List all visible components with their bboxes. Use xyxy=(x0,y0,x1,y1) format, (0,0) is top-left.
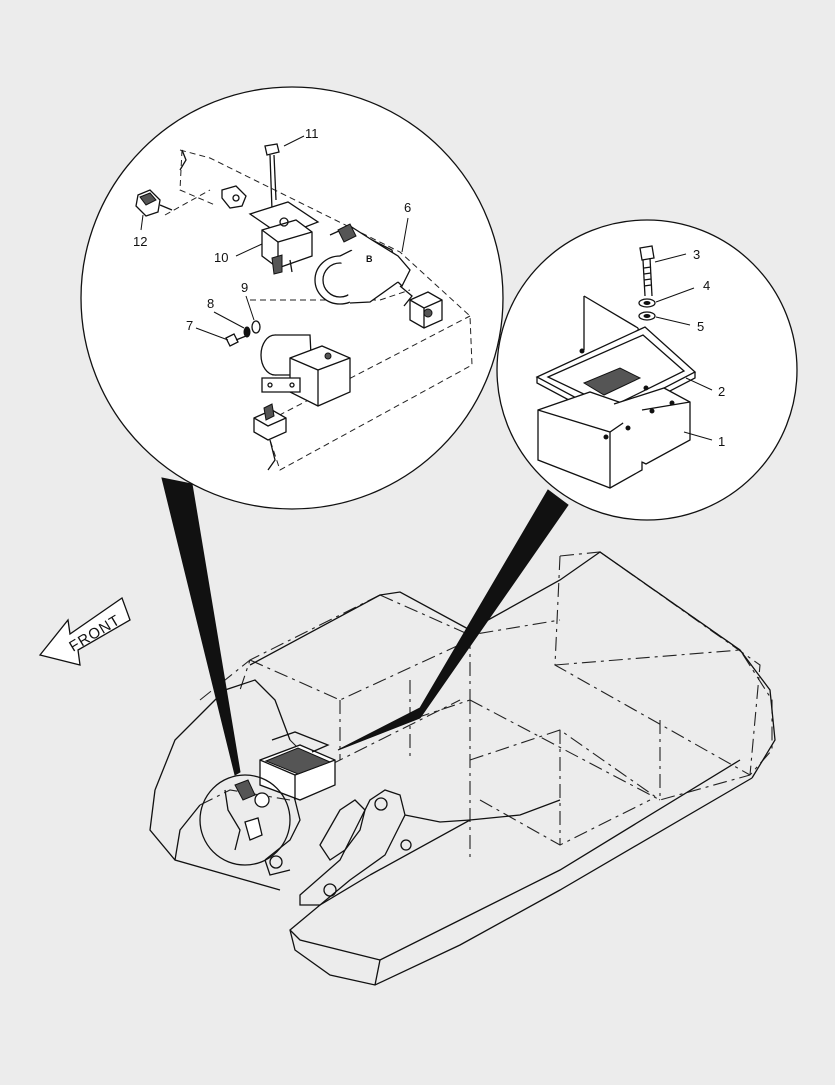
callout-10: 10 xyxy=(214,250,228,265)
washer-part-9 xyxy=(251,320,261,334)
callout-2: 2 xyxy=(718,384,725,399)
toggle-switch xyxy=(253,403,287,441)
callout-8: 8 xyxy=(207,296,214,311)
hold-down-frame-part-2 xyxy=(535,295,697,423)
callout-6: 6 xyxy=(404,200,411,215)
detail-circle-electrical: B xyxy=(80,86,504,510)
callout-3: 3 xyxy=(693,247,700,262)
callout-12: 12 xyxy=(133,234,147,249)
detail-connector-right xyxy=(337,489,569,751)
front-direction-arrow: FRONT xyxy=(38,596,131,666)
screw-part-7 xyxy=(225,333,247,347)
connector-part-12 xyxy=(135,189,173,217)
callout-7: 7 xyxy=(186,318,193,333)
washer-part-8 xyxy=(243,326,251,338)
svg-text:B: B xyxy=(366,254,373,264)
battery-part-1 xyxy=(537,387,691,489)
washer-part-5 xyxy=(638,311,656,321)
battery-relay xyxy=(260,334,351,407)
detail-connector-left xyxy=(161,477,241,776)
starter-part-6: B xyxy=(314,223,413,307)
callout-9: 9 xyxy=(241,280,248,295)
bolt-part-11 xyxy=(264,143,280,211)
relay-part-10 xyxy=(248,201,320,275)
bolt-part-3 xyxy=(639,245,655,297)
washer-part-4 xyxy=(638,298,656,308)
terminal-block xyxy=(409,291,443,329)
callout-4: 4 xyxy=(703,278,710,293)
terminal-bracket xyxy=(221,185,247,209)
machine-frame xyxy=(149,551,776,986)
detail-circle-battery: 3 4 5 2 1 xyxy=(496,219,798,521)
callout-11: 11 xyxy=(305,126,319,141)
callout-1: 1 xyxy=(718,434,725,449)
callout-5: 5 xyxy=(697,319,704,334)
